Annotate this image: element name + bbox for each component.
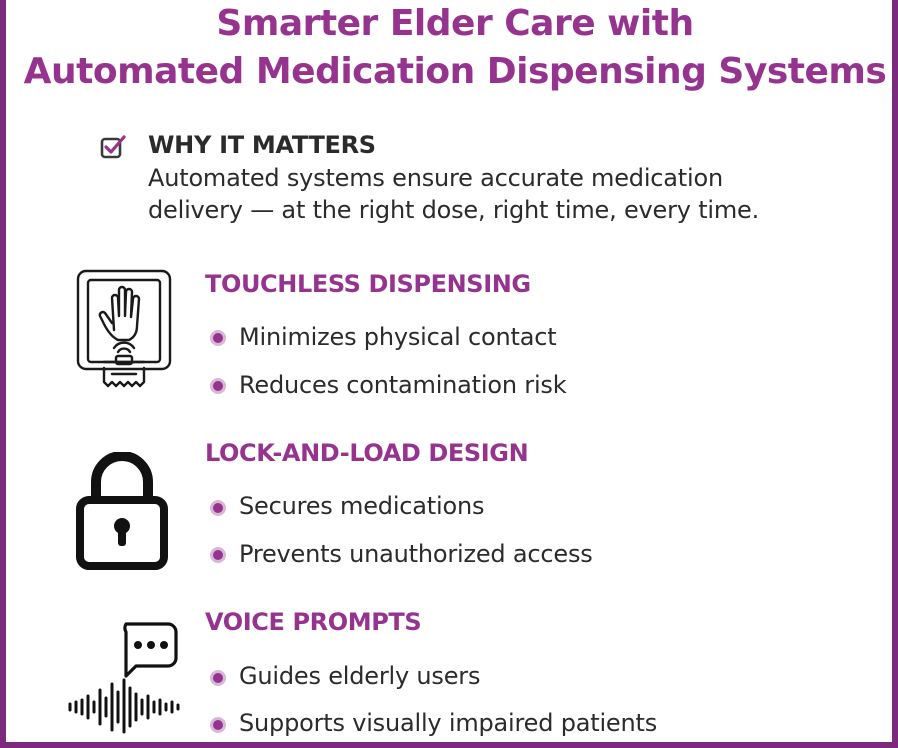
voice-chat-soundwave-icon (68, 622, 180, 734)
bullet-text: Supports visually impaired patients (239, 709, 658, 737)
bullet-dot (210, 330, 226, 346)
bullet-dot (210, 547, 226, 563)
why-heading: WHY IT MATTERS (148, 131, 376, 159)
checkbox-check-icon (100, 135, 126, 159)
bullet-text: Guides elderly users (239, 662, 481, 690)
why-text-line-1: Automated systems ensure accurate medica… (148, 164, 723, 192)
title-line-2: Automated Medication Dispensing Systems (23, 51, 887, 92)
section-heading-touchless: TOUCHLESS DISPENSING (205, 270, 531, 298)
why-text-line-2: delivery — at the right dose, right time… (148, 196, 760, 224)
title-line-1: Smarter Elder Care with (216, 3, 694, 44)
touchless-dispenser-hand-icon (76, 269, 172, 388)
bullet-text: Minimizes physical contact (239, 323, 557, 351)
padlock-icon (76, 452, 168, 570)
bullet-dot (210, 378, 226, 394)
bullet-dot (210, 670, 226, 686)
bullet-text: Secures medications (239, 492, 485, 520)
bullet-dot (210, 717, 226, 733)
bullet-dot (210, 500, 226, 516)
bullet-text: Reduces contamination risk (239, 371, 567, 399)
section-heading-lock: LOCK-AND-LOAD DESIGN (205, 439, 529, 467)
section-heading-voice: VOICE PROMPTS (205, 608, 422, 636)
bullet-text: Prevents unauthorized access (239, 540, 593, 568)
